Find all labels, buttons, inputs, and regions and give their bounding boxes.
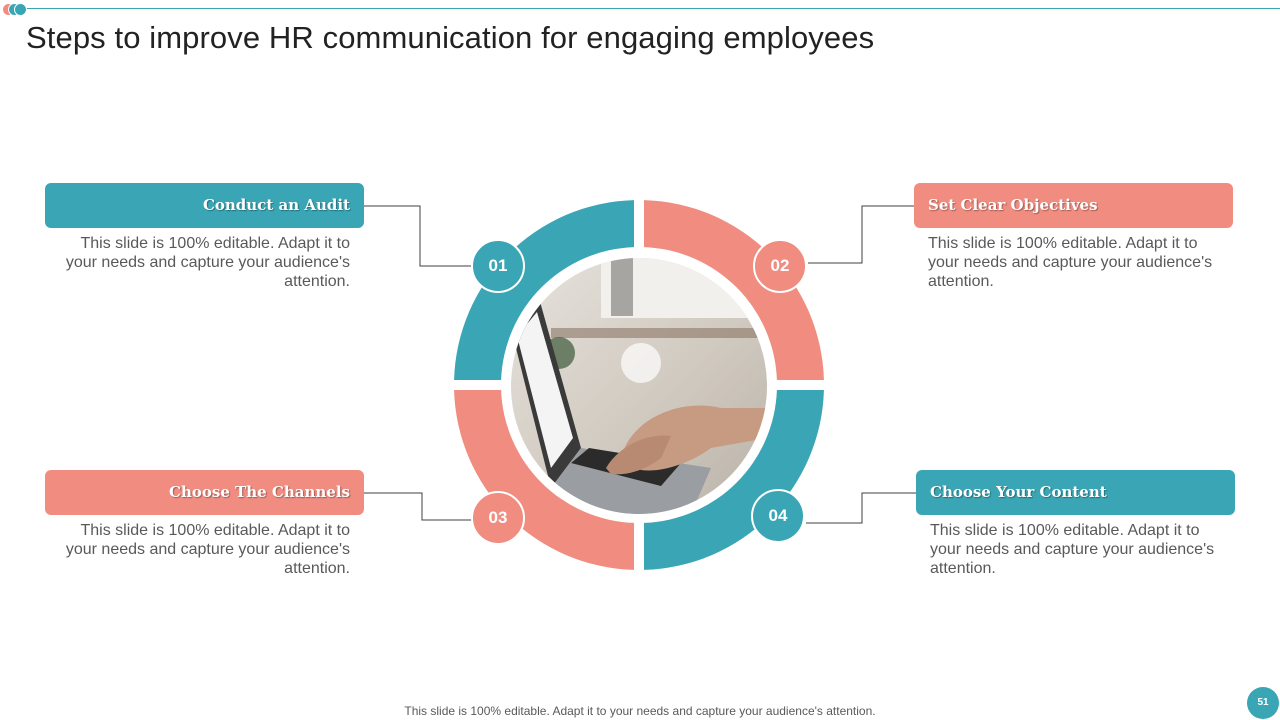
page-number-badge: 51 [1247,687,1279,719]
step-number-04: 04 [751,489,805,543]
slide-title: Steps to improve HR communication for en… [26,20,875,55]
step-description-01: This slide is 100% editable. Adapt it to… [65,235,350,290]
corner-dots-decoration [2,3,28,16]
top-rule [22,8,1280,9]
ring-segment-04 [643,389,824,570]
laptop-photo [511,258,767,514]
ring-segment-02 [643,200,824,381]
step-description-02: This slide is 100% editable. Adapt it to… [928,235,1213,290]
step-number-02: 02 [753,239,807,293]
connector-line-01 [364,205,472,267]
step-number-01: 01 [471,239,525,293]
footer-note: This slide is 100% editable. Adapt it to… [404,704,876,718]
connector-line-04 [806,492,916,524]
connector-line-02 [808,205,914,264]
step-number-03: 03 [471,491,525,545]
step-description-03: This slide is 100% editable. Adapt it to… [65,522,350,577]
step-label-04: Choose Your Content [916,470,1235,515]
step-label-02: Set Clear Objectives [914,183,1233,228]
ring-segment-01 [454,200,635,381]
ring-segment-03 [454,389,635,570]
connector-line-03 [364,492,472,521]
step-label-01: Conduct an Audit [45,183,364,228]
step-label-03: Choose The Channels [45,470,364,515]
step-description-04: This slide is 100% editable. Adapt it to… [930,522,1215,577]
